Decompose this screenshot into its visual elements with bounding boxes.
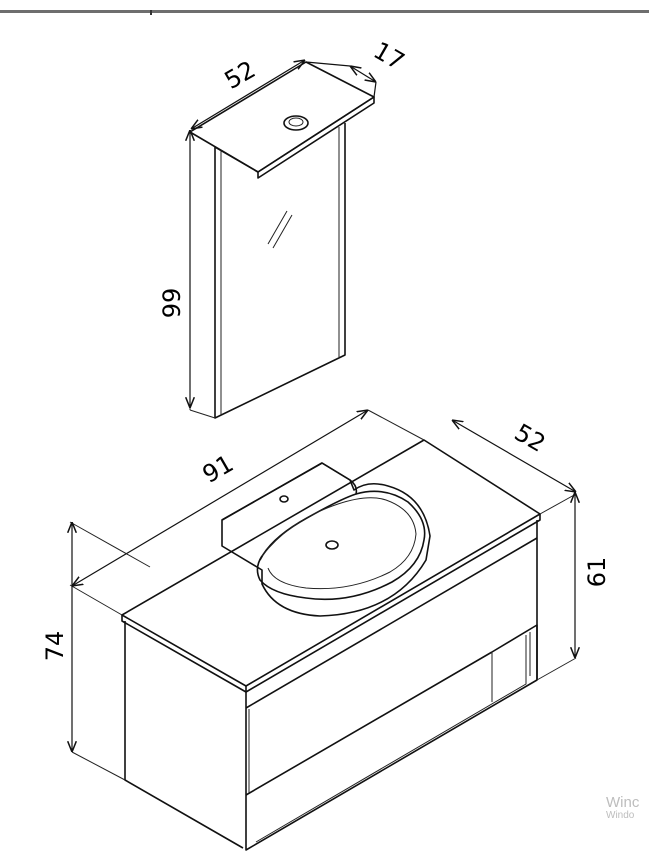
basin-bowl [261,497,417,590]
cabinet-width-dimension-line [72,410,368,586]
mirror-panel [214,123,346,419]
cabinet-back-height-label: 61 [583,557,611,588]
mirror-unit [189,61,375,419]
basin-tap-hole [279,495,289,503]
cabinet-depth-dimension-line [452,420,576,492]
mirror-height-label: 99 [158,288,186,319]
drawer-bottom-edge [245,651,493,796]
windows-activation-watermark: Winc Windo [606,795,639,821]
mirror-dimensions: 99 52 17 [158,36,409,419]
mirror-shelf-top [189,61,375,173]
watermark-line-1: Winc [606,794,640,811]
mirror-shelf-front [257,96,375,179]
cabinet-width-label: 91 [198,449,238,489]
mirror-depth-label: 17 [369,36,409,76]
mirror-width-label: 52 [220,55,260,95]
drawer-top-edge [245,537,538,709]
vanity-cabinet [121,439,541,851]
cabinet-depth-label: 52 [510,418,550,458]
cabinet-front-height-label: 74 [41,631,69,662]
basin-outer-shell [221,462,431,617]
mirror-width-dimension-line [191,60,305,129]
top-edge-bar [0,0,649,15]
open-shelf [491,624,538,680]
basin-rim [256,490,426,601]
basin-drain [325,540,339,550]
watermark-line-2: Windo [606,809,635,821]
cabinet-side [124,621,244,849]
countertop [121,439,541,687]
glass-reflection-mark [267,210,293,249]
mirror-depth-dimension-line [350,66,376,82]
cabinet-front [245,520,538,851]
